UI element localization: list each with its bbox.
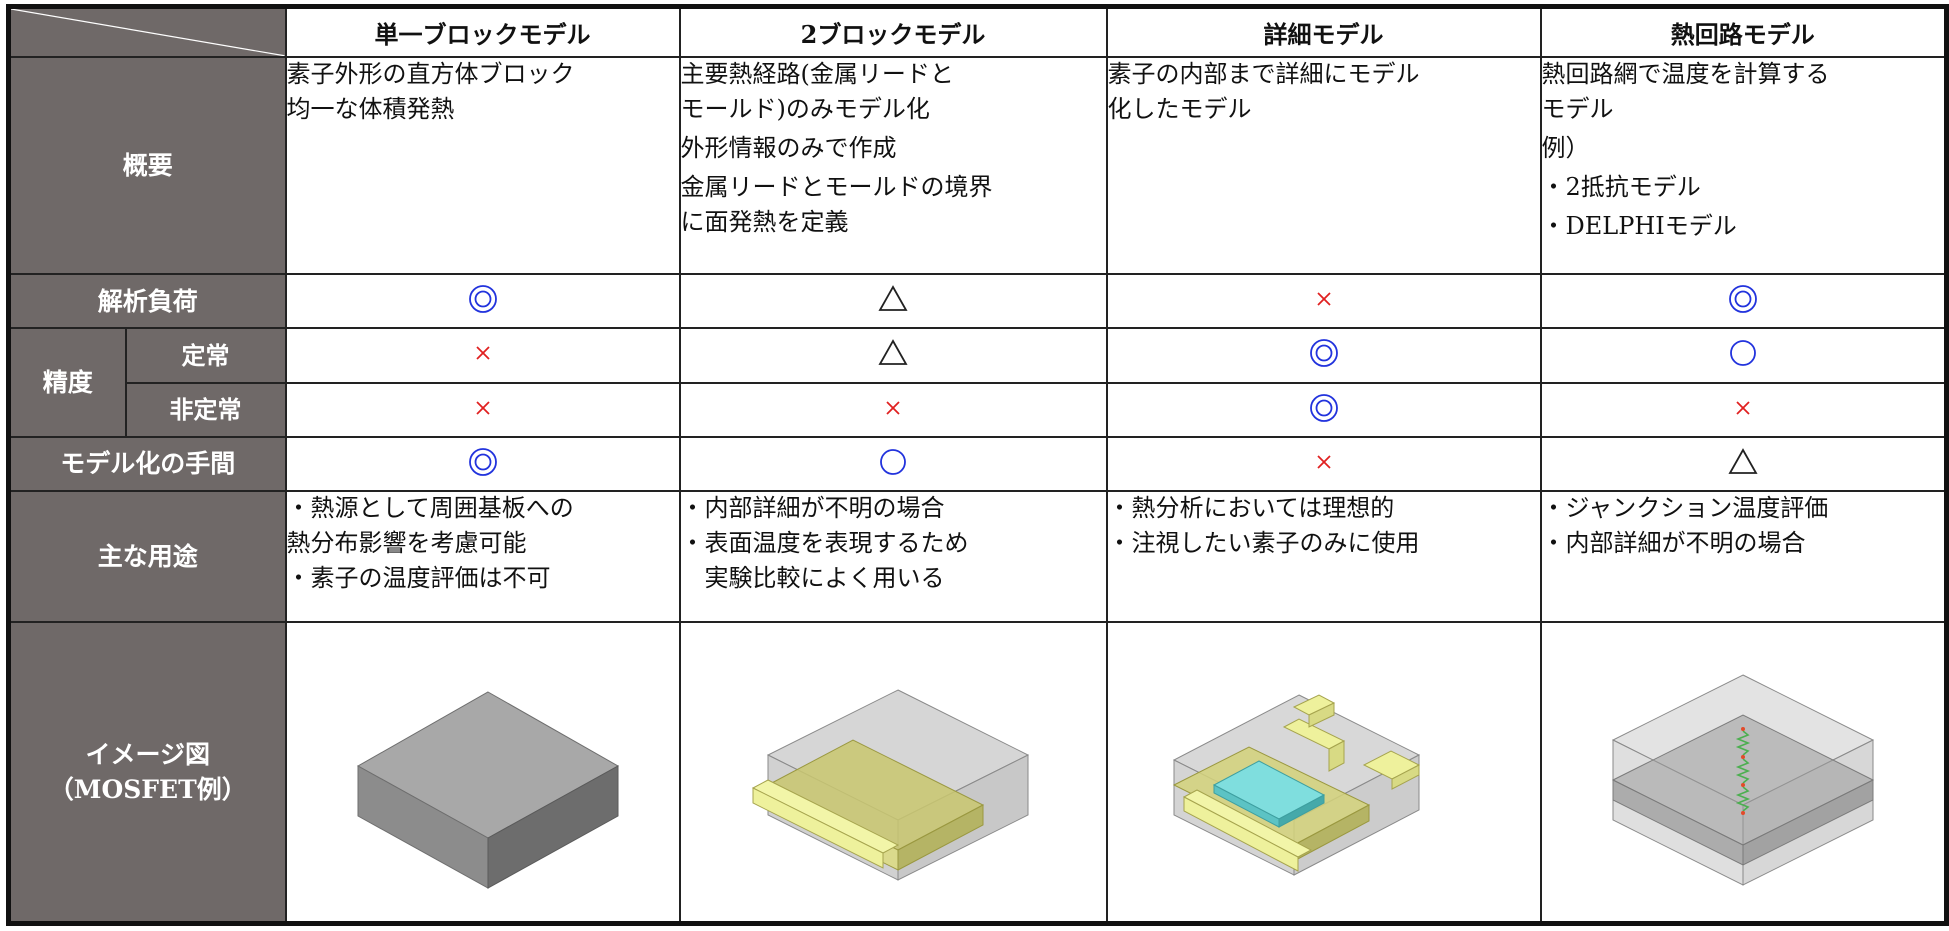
triangle-icon	[1728, 448, 1758, 474]
usage-cell: ・内部詳細が不明の場合 ・表面温度を表現するため 実験比較によく用いる	[678, 490, 1108, 623]
text-line: ・熱源として周囲基板への	[286, 494, 574, 523]
rating-cell	[1105, 381, 1542, 438]
double-circle-icon	[1728, 285, 1757, 313]
usage-cell: ・熱分析においては理想的 ・注視したい素子のみに使用	[1105, 490, 1542, 623]
text-line: 化したモデル	[1107, 94, 1252, 123]
rating-cell	[678, 435, 1108, 493]
text-line: ・2抵抗モデル	[1541, 173, 1701, 202]
overview-row: 概要 素子外形の直方体ブロック 均一な体積発熱 主要熱経路(金属リードと モール…	[7, 55, 1948, 275]
text-line: ・DELPHIモデル	[1541, 212, 1737, 241]
accuracy-transient-row: 非定常	[9, 381, 1948, 438]
overview-cell: 熱回路網で温度を計算する モデル 例） ・2抵抗モデル ・DELPHIモデル	[1539, 55, 1948, 275]
overview-cell: 素子外形の直方体ブロック 均一な体積発熱	[284, 55, 681, 275]
row-label-effort: モデル化の手間	[7, 435, 287, 493]
column-header: 詳細モデル	[1105, 5, 1542, 58]
row-label-transient: 非定常	[124, 381, 287, 438]
text-line: 熱分布影響を考慮可能	[286, 529, 527, 558]
row-label-usage: 主な用途	[7, 490, 287, 623]
text-line: 熱回路網で温度を計算する	[1541, 59, 1830, 88]
model-comparison-table: 単一ブロックモデル 2ブロックモデル 詳細モデル 熱回路モデル 概要 素子外形の…	[6, 4, 1949, 926]
overview-cell: 主要熱経路(金属リードと モールド)のみモデル化 外形情報のみで作成 金属リード…	[678, 55, 1108, 275]
row-label-overview: 概要	[7, 55, 287, 275]
corner-diagonal	[11, 9, 285, 56]
single-block-model-image	[356, 691, 619, 889]
rating-cell	[678, 381, 1108, 438]
column-header: 熱回路モデル	[1539, 5, 1948, 58]
corner-cell	[7, 5, 287, 58]
load-row: 解析負荷	[7, 272, 1948, 330]
two-block-image-cell	[678, 620, 1108, 925]
text-line: 主要熱経路(金属リードと	[680, 59, 954, 88]
text-line: 外形情報のみで作成	[680, 133, 897, 162]
cross-icon	[1736, 401, 1750, 415]
single-block-image-cell	[284, 620, 681, 925]
row-label-steady: 定常	[124, 327, 287, 384]
rating-cell	[1105, 327, 1542, 384]
column-header: 単一ブロックモデル	[284, 5, 681, 58]
cross-icon	[475, 346, 490, 360]
detailed-image-cell	[1105, 620, 1542, 925]
thermal-circuit-model-image	[1611, 674, 1874, 886]
cross-icon	[886, 401, 900, 415]
text-line: ・表面温度を表現するため	[680, 529, 969, 558]
effort-row: モデル化の手間	[7, 435, 1948, 493]
text-line: モデル	[1541, 94, 1614, 123]
cross-icon	[1316, 455, 1331, 469]
usage-row: 主な用途 ・熱源として周囲基板への 熱分布影響を考慮可能 ・素子の温度評価は不可…	[7, 490, 1948, 623]
cross-icon	[475, 401, 490, 415]
double-circle-icon	[1309, 339, 1338, 368]
text-line: 金属リードとモールドの境界	[680, 173, 993, 202]
text-line: ・内部詳細が不明の場合	[680, 494, 945, 523]
text-line: ・ジャンクション温度評価	[1541, 494, 1829, 523]
accuracy-steady-row: 精度 定常	[7, 327, 1948, 438]
row-label-image: イメージ図 （MOSFET例）	[7, 620, 287, 925]
double-circle-icon	[468, 448, 497, 476]
cross-icon	[1316, 292, 1331, 306]
rating-cell	[284, 327, 681, 384]
text-line: ・熱分析においては理想的	[1107, 494, 1395, 523]
rating-cell	[1105, 272, 1542, 330]
double-circle-icon	[1309, 393, 1338, 422]
text-line: 素子の内部まで詳細にモデル	[1107, 59, 1420, 88]
triangle-icon	[878, 285, 908, 311]
text-line: ・素子の温度評価は不可	[286, 564, 551, 593]
row-label-load: 解析負荷	[7, 272, 287, 330]
row-label-accuracy: 精度	[7, 327, 127, 438]
text-line: に面発熱を定義	[680, 208, 849, 237]
rating-cell	[284, 272, 681, 330]
text-line: 実験比較によく用いる	[680, 564, 945, 593]
usage-cell: ・熱源として周囲基板への 熱分布影響を考慮可能 ・素子の温度評価は不可	[284, 490, 681, 623]
overview-cell: 素子の内部まで詳細にモデル 化したモデル	[1105, 55, 1542, 275]
triangle-icon	[878, 339, 908, 366]
image-label-line: イメージ図	[85, 739, 210, 769]
rating-cell	[678, 327, 1108, 384]
text-line: ・注視したい素子のみに使用	[1107, 529, 1420, 558]
text-line: 素子外形の直方体ブロック	[286, 59, 575, 88]
rating-cell	[1539, 327, 1948, 384]
thermal-circuit-image-cell	[1539, 620, 1948, 925]
rating-cell	[1539, 435, 1948, 493]
resistor-network-icon	[1735, 726, 1750, 815]
rating-cell	[678, 272, 1108, 330]
usage-cell: ・ジャンクション温度評価 ・内部詳細が不明の場合	[1539, 490, 1948, 623]
detailed-model-image	[1172, 694, 1420, 876]
image-row: イメージ図 （MOSFET例）	[7, 620, 1948, 925]
rating-cell	[284, 435, 681, 493]
text-line: 均一な体積発熱	[286, 94, 455, 123]
header-row: 単一ブロックモデル 2ブロックモデル 詳細モデル 熱回路モデル	[7, 5, 1948, 58]
two-block-model-image	[751, 689, 1030, 881]
rating-cell	[1539, 272, 1948, 330]
circle-icon	[880, 449, 906, 475]
double-circle-icon	[468, 285, 497, 313]
image-label-line: （MOSFET例）	[48, 774, 247, 804]
text-line: モールド)のみモデル化	[680, 94, 930, 123]
column-header: 2ブロックモデル	[678, 5, 1108, 58]
rating-cell	[1105, 435, 1542, 493]
circle-icon	[1729, 340, 1756, 367]
text-line: ・内部詳細が不明の場合	[1541, 529, 1806, 558]
rating-cell	[284, 381, 681, 438]
text-line: 例）	[1541, 133, 1590, 162]
rating-cell	[1539, 381, 1948, 438]
